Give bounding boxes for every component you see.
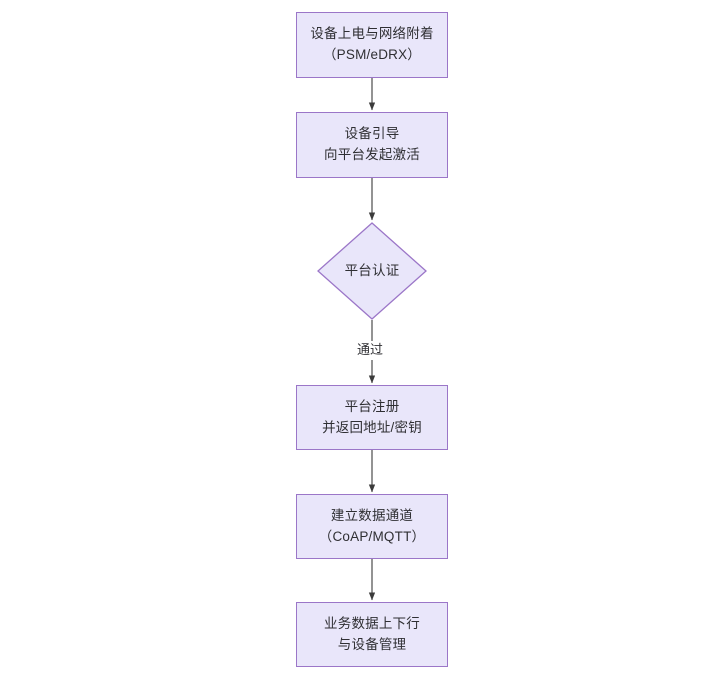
flow-node-establish-data-channel[interactable]: 建立数据通道 （CoAP/MQTT） bbox=[296, 494, 448, 559]
flow-node-line-1: 设备引导 bbox=[344, 126, 400, 142]
flow-node-line-1: 建立数据通道 bbox=[330, 507, 414, 523]
flow-node-line-2: 并返回地址/密钥 bbox=[322, 419, 422, 435]
flow-node-line-2: （CoAP/MQTT） bbox=[318, 528, 426, 544]
flow-node-business-data-and-device-mgmt[interactable]: 业务数据上下行 与设备管理 bbox=[296, 602, 448, 667]
flow-node-line-1: 业务数据上下行 bbox=[324, 615, 420, 631]
flow-node-line-2: 与设备管理 bbox=[337, 636, 407, 652]
flow-node-line-1: 设备上电与网络附着 bbox=[310, 26, 434, 42]
flow-node-line-2: 向平台发起激活 bbox=[324, 147, 420, 162]
flow-node-platform-register[interactable]: 平台注册 并返回地址/密钥 bbox=[296, 385, 448, 450]
flow-node-device-bootstrap[interactable]: 设备引导 向平台发起激活 bbox=[296, 112, 448, 178]
flow-node-platform-auth-decision[interactable]: 平台认证 bbox=[317, 222, 427, 320]
edge-label-text: 通过 bbox=[357, 342, 384, 357]
diamond-shape bbox=[317, 222, 427, 320]
flow-node-line-2: （PSM/eDRX） bbox=[322, 47, 422, 62]
edge-label-pass: 通过 bbox=[355, 341, 386, 360]
flow-node-line-1: 平台认证 bbox=[344, 262, 400, 278]
flow-node-device-power-on[interactable]: 设备上电与网络附着 （PSM/eDRX） bbox=[296, 12, 448, 78]
flow-node-line-1: 平台注册 bbox=[344, 398, 400, 414]
